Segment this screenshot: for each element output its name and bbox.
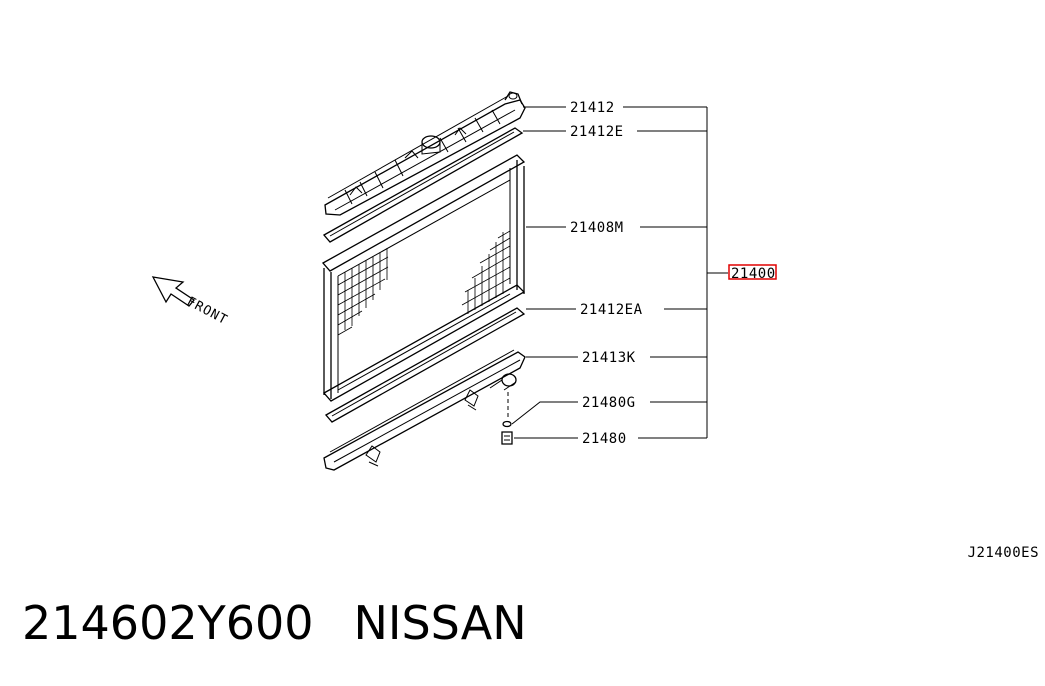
callout-21480G[interactable]: 21480G — [582, 395, 636, 411]
radiator-core — [321, 154, 526, 402]
upper-tank — [324, 91, 526, 216]
brand-name: NISSAN — [353, 596, 527, 650]
diagram-code: J21400ES — [967, 545, 1039, 561]
assembly-callout[interactable]: 21400 — [728, 264, 777, 282]
callout-21400[interactable]: 21400 — [731, 266, 776, 282]
callout-21480[interactable]: 21480 — [582, 431, 627, 447]
front-direction-arrow: FRONT — [151, 276, 230, 328]
callout-21412[interactable]: 21412 — [570, 100, 615, 116]
callout-21412E[interactable]: 21412E — [570, 124, 624, 140]
lower-tank — [323, 349, 526, 471]
callout-21413K[interactable]: 21413K — [582, 350, 636, 366]
highlight-box — [728, 264, 777, 280]
callout-21412EA[interactable]: 21412EA — [580, 302, 643, 318]
front-label: FRONT — [184, 294, 230, 328]
callout-labels: 21412 21412E 21408M 21412EA 21413K 21480… — [570, 100, 643, 447]
upper-gasket — [322, 127, 524, 243]
lower-gasket — [324, 307, 526, 423]
callout-21408M[interactable]: 21408M — [570, 220, 624, 236]
drain-plug-parts — [501, 392, 513, 445]
part-number: 214602Y600 — [22, 596, 314, 650]
footer-title: 214602Y600 NISSAN — [22, 596, 527, 650]
callout-leaders — [511, 106, 728, 439]
